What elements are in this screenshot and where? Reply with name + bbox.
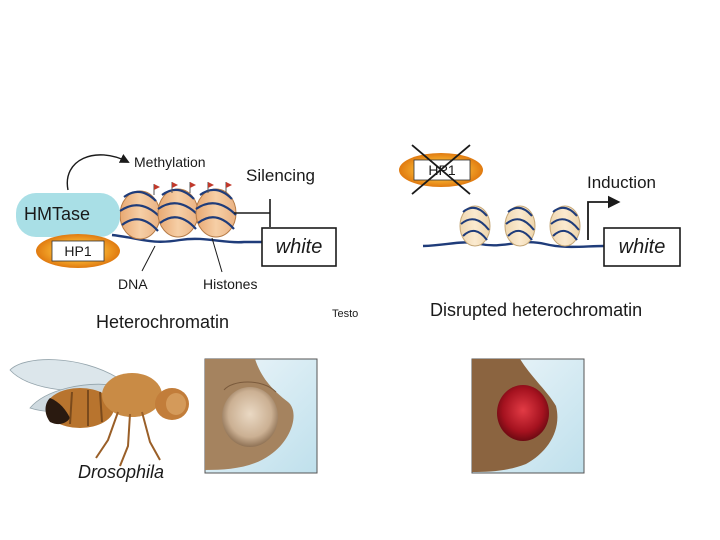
gene-label-right: white xyxy=(618,236,666,258)
gene-label-left: white xyxy=(275,236,323,258)
heterochromatin-caption: Heterochromatin xyxy=(96,312,230,332)
induction-arrow xyxy=(587,195,621,240)
nucleosome xyxy=(504,205,536,247)
nucleosome xyxy=(549,205,581,247)
nucleosome-group-right xyxy=(459,205,581,247)
dna-label: DNA xyxy=(118,276,148,292)
silencing-repression-symbol xyxy=(234,199,271,227)
methylation-arrow xyxy=(66,154,130,191)
nucleosome xyxy=(157,188,199,238)
hp1-label-left: HP1 xyxy=(64,243,92,259)
induction-label: Induction xyxy=(587,173,656,192)
gene-box-right xyxy=(603,227,681,267)
hmtase-label: HMTase xyxy=(24,204,91,224)
hp1-label-right: HP1 xyxy=(428,162,456,178)
nucleosome xyxy=(195,188,237,238)
nucleosome xyxy=(459,205,491,247)
hp1-box-left xyxy=(51,240,105,262)
methyl-flag xyxy=(225,182,232,193)
methyl-flag xyxy=(189,182,196,193)
silencing-label: Silencing xyxy=(246,166,315,185)
histones-label: Histones xyxy=(203,276,258,292)
methyl-flag xyxy=(153,184,160,195)
placeholder-text: Testo xyxy=(332,308,359,320)
histones-pointer xyxy=(211,237,223,273)
methyl-flags xyxy=(153,182,232,195)
drosophila-caption: Drosophila xyxy=(78,462,165,482)
dna-pointer xyxy=(141,245,156,272)
eye-photo-red xyxy=(471,358,585,474)
methyl-flag xyxy=(171,182,178,193)
eye-photo-white xyxy=(204,358,318,474)
hp1-cross-out xyxy=(411,144,471,195)
drosophila-fly-illustration xyxy=(9,359,189,467)
nucleosome-group-left xyxy=(119,188,237,240)
disrupted-heterochromatin-caption: Disrupted heterochromatin xyxy=(430,300,643,320)
hmtase-blob xyxy=(16,193,120,237)
methylation-label: Methylation xyxy=(134,154,206,170)
gene-box-left xyxy=(261,227,337,267)
methyl-flag xyxy=(207,182,214,193)
nucleosome xyxy=(119,190,161,240)
